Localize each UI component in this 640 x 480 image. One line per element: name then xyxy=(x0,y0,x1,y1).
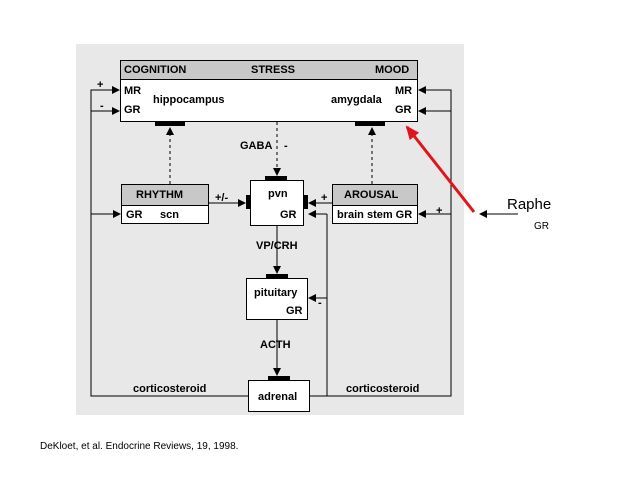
pvn-gr-label: GR xyxy=(280,209,297,221)
rhythm-header xyxy=(122,185,208,206)
scn-label: scn xyxy=(160,209,179,221)
left-minus-label: - xyxy=(100,100,104,112)
pvn-box: pvn GR xyxy=(250,180,304,226)
right-gr-label: GR xyxy=(395,104,412,116)
pvn-receptor-bar xyxy=(265,176,287,180)
pvn-left-receptor-bar xyxy=(246,195,250,209)
pvn-right-receptor-bar xyxy=(304,195,308,209)
vp-crh-label: VP/CRH xyxy=(256,240,298,252)
acth-label: ACTH xyxy=(260,339,291,351)
arousal-label: AROUSAL xyxy=(344,189,399,201)
amygdala-label: amygdala xyxy=(331,94,382,106)
citation: DeKloet, et al. Endocrine Reviews, 19, 1… xyxy=(40,441,239,452)
rhythm-gr-label: GR xyxy=(126,209,143,221)
plus-minus-label: +/- xyxy=(215,192,229,204)
hippocampus-receptor-bar xyxy=(155,122,185,126)
cognition-label: COGNITION xyxy=(124,64,187,76)
right-corticosteroid-loop xyxy=(310,86,452,397)
arousal-box: AROUSAL brain stem GR xyxy=(332,184,418,224)
corticosteroid-left-label: corticosteroid xyxy=(133,383,207,395)
corticosteroid-right-label: corticosteroid xyxy=(346,383,420,395)
pvn-label: pvn xyxy=(268,188,288,200)
brain-stem-gr-label: brain stem GR xyxy=(337,209,413,221)
top-box: COGNITION STRESS MOOD MR GR hippocampus … xyxy=(120,60,418,122)
stress-label: STRESS xyxy=(251,64,296,76)
left-corticosteroid-loop xyxy=(90,86,248,397)
top-box-header xyxy=(121,61,417,80)
rhythm-box: RHYTHM GR scn xyxy=(121,184,209,224)
adrenal-box: adrenal xyxy=(248,380,310,412)
raphe-label: Raphe xyxy=(507,196,552,213)
pituitary-receptor-bar xyxy=(266,274,288,278)
mood-label: MOOD xyxy=(375,64,410,76)
left-gr-label: GR xyxy=(124,104,141,116)
gaba-label: GABA xyxy=(240,140,273,152)
arousal-pvn-plus-label: + xyxy=(321,192,328,204)
left-plus-label: + xyxy=(97,79,104,91)
gaba-sign-label: - xyxy=(284,140,288,152)
right-arousal-plus-label: + xyxy=(436,205,443,217)
adrenal-label: adrenal xyxy=(258,391,298,403)
pituitary-label: pituitary xyxy=(254,287,298,299)
raphe-red-arrow xyxy=(405,125,476,213)
pituitary-feedback-minus-label: - xyxy=(318,297,322,309)
pituitary-gr-label: GR xyxy=(286,305,303,317)
raphe-gr-label: GR xyxy=(534,221,549,232)
adrenal-receptor-bar xyxy=(268,376,290,380)
arousal-header xyxy=(333,185,417,206)
amygdala-receptor-bar xyxy=(355,122,385,126)
left-mr-label: MR xyxy=(124,85,142,97)
right-mr-label: MR xyxy=(395,85,413,97)
pituitary-box: pituitary GR xyxy=(246,278,308,320)
rhythm-label: RHYTHM xyxy=(136,189,184,201)
hippocampus-label: hippocampus xyxy=(153,94,225,106)
